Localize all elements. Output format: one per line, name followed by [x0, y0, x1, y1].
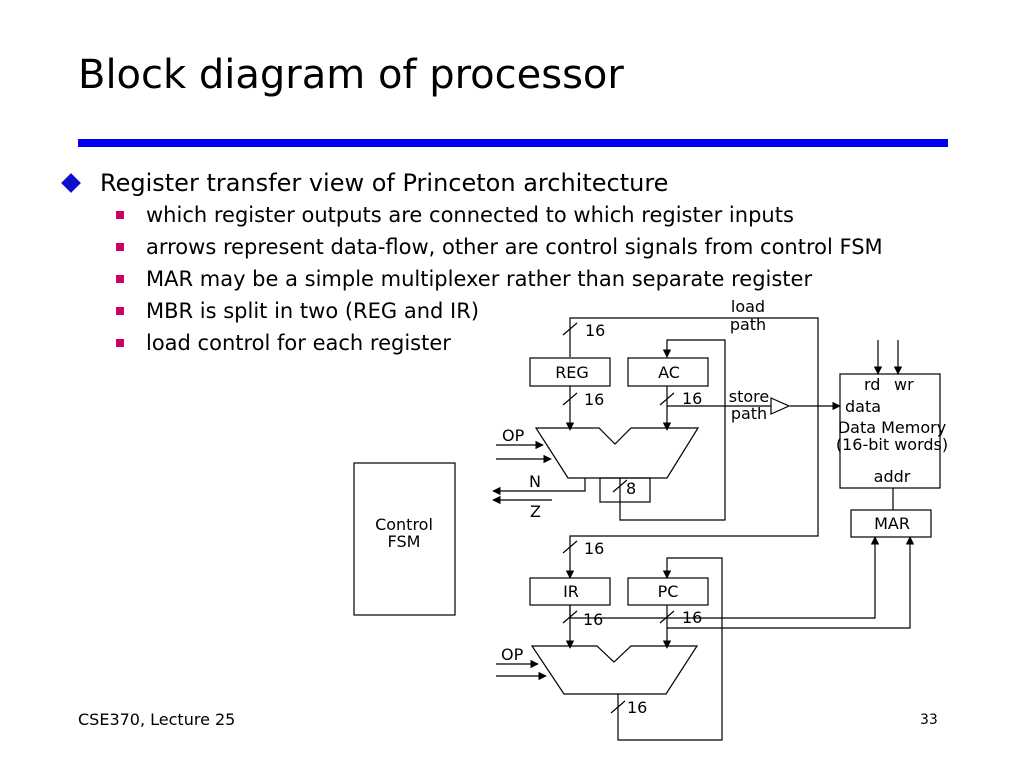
- main-bullet: Register transfer view of Princeton arch…: [61, 169, 669, 197]
- load-path-label: path: [730, 315, 766, 334]
- lower-alu-shape: [530, 645, 699, 695]
- store-path-label: path: [731, 404, 767, 423]
- footer-course: CSE370, Lecture 25: [78, 710, 236, 729]
- ir-label: IR: [563, 582, 579, 601]
- square-bullet-icon: [116, 275, 124, 283]
- ir-to-mar-wire: [569, 536, 880, 619]
- reg-register: [529, 357, 611, 387]
- memory-name-label: Data Memory: [838, 418, 946, 437]
- bus-width-label: 16: [585, 321, 605, 340]
- memory-addr-label: addr: [874, 467, 911, 486]
- square-bullet-icon: [116, 339, 124, 347]
- page-title: Block diagram of processor: [78, 52, 624, 98]
- page-number: 33: [920, 712, 938, 728]
- control-fsm-label: Control: [375, 515, 433, 534]
- n-flag-wire: [492, 478, 586, 496]
- alu-output-loop: [619, 339, 726, 521]
- list-item: load control for each register: [116, 330, 883, 362]
- list-item: MAR may be a simple multiplexer rather t…: [116, 266, 883, 298]
- mar-register: [850, 509, 932, 538]
- pc-increment-loop: [617, 557, 723, 741]
- pc-label: PC: [658, 582, 679, 601]
- pc-register: [627, 577, 709, 606]
- upper-alu-shape: [534, 427, 700, 479]
- reg-label: REG: [555, 363, 589, 382]
- bus-width-label: 16: [627, 698, 647, 717]
- op-label-upper: OP: [502, 426, 525, 445]
- title-divider: [78, 139, 948, 147]
- square-bullet-icon: [116, 211, 124, 219]
- control-fsm-label: FSM: [388, 532, 421, 551]
- control-fsm-block: [353, 462, 456, 616]
- list-item-text: MBR is split in two (REG and IR): [146, 299, 480, 323]
- memory-wr-label: wr: [894, 375, 914, 394]
- store-buffer-triangle: [770, 397, 791, 415]
- pc-to-mar-wire: [667, 536, 915, 629]
- bus-width-label: 16: [584, 390, 604, 409]
- load-path-label: load: [731, 297, 765, 316]
- bus-width-label: 16: [584, 539, 604, 558]
- bus-width-label: 8: [626, 479, 636, 498]
- list-item: which register outputs are connected to …: [116, 202, 883, 234]
- main-bullet-text: Register transfer view of Princeton arch…: [100, 169, 669, 197]
- n-flag-label: N: [529, 472, 541, 491]
- data-memory-block: [839, 373, 941, 489]
- list-item-text: arrows represent data-flow, other are co…: [146, 235, 883, 259]
- bus-width-label: 16: [682, 608, 702, 627]
- square-bullet-icon: [116, 307, 124, 315]
- list-item-text: MAR may be a simple multiplexer rather t…: [146, 267, 813, 291]
- z-flag-label: Z: [530, 502, 541, 521]
- square-bullet-icon: [116, 243, 124, 251]
- list-item-text: load control for each register: [146, 331, 451, 355]
- ac-label: AC: [658, 363, 680, 382]
- bus-width-label: 16: [583, 610, 603, 629]
- memory-rd-label: rd: [864, 375, 880, 394]
- list-item: arrows represent data-flow, other are co…: [116, 234, 883, 266]
- mar-label: MAR: [874, 514, 910, 533]
- bus-width-label: 16: [682, 389, 702, 408]
- load-path-wire: [565, 317, 819, 579]
- memory-words-label: (16-bit words): [836, 435, 948, 454]
- ac-register: [627, 357, 709, 387]
- memory-data-label: data: [845, 397, 881, 416]
- ir-register: [529, 577, 611, 606]
- sub-bullet-list: which register outputs are connected to …: [116, 202, 883, 362]
- list-item: MBR is split in two (REG and IR): [116, 298, 883, 330]
- store-path-label: store: [729, 387, 769, 406]
- list-item-text: which register outputs are connected to …: [146, 203, 794, 227]
- op-label-lower: OP: [501, 645, 524, 664]
